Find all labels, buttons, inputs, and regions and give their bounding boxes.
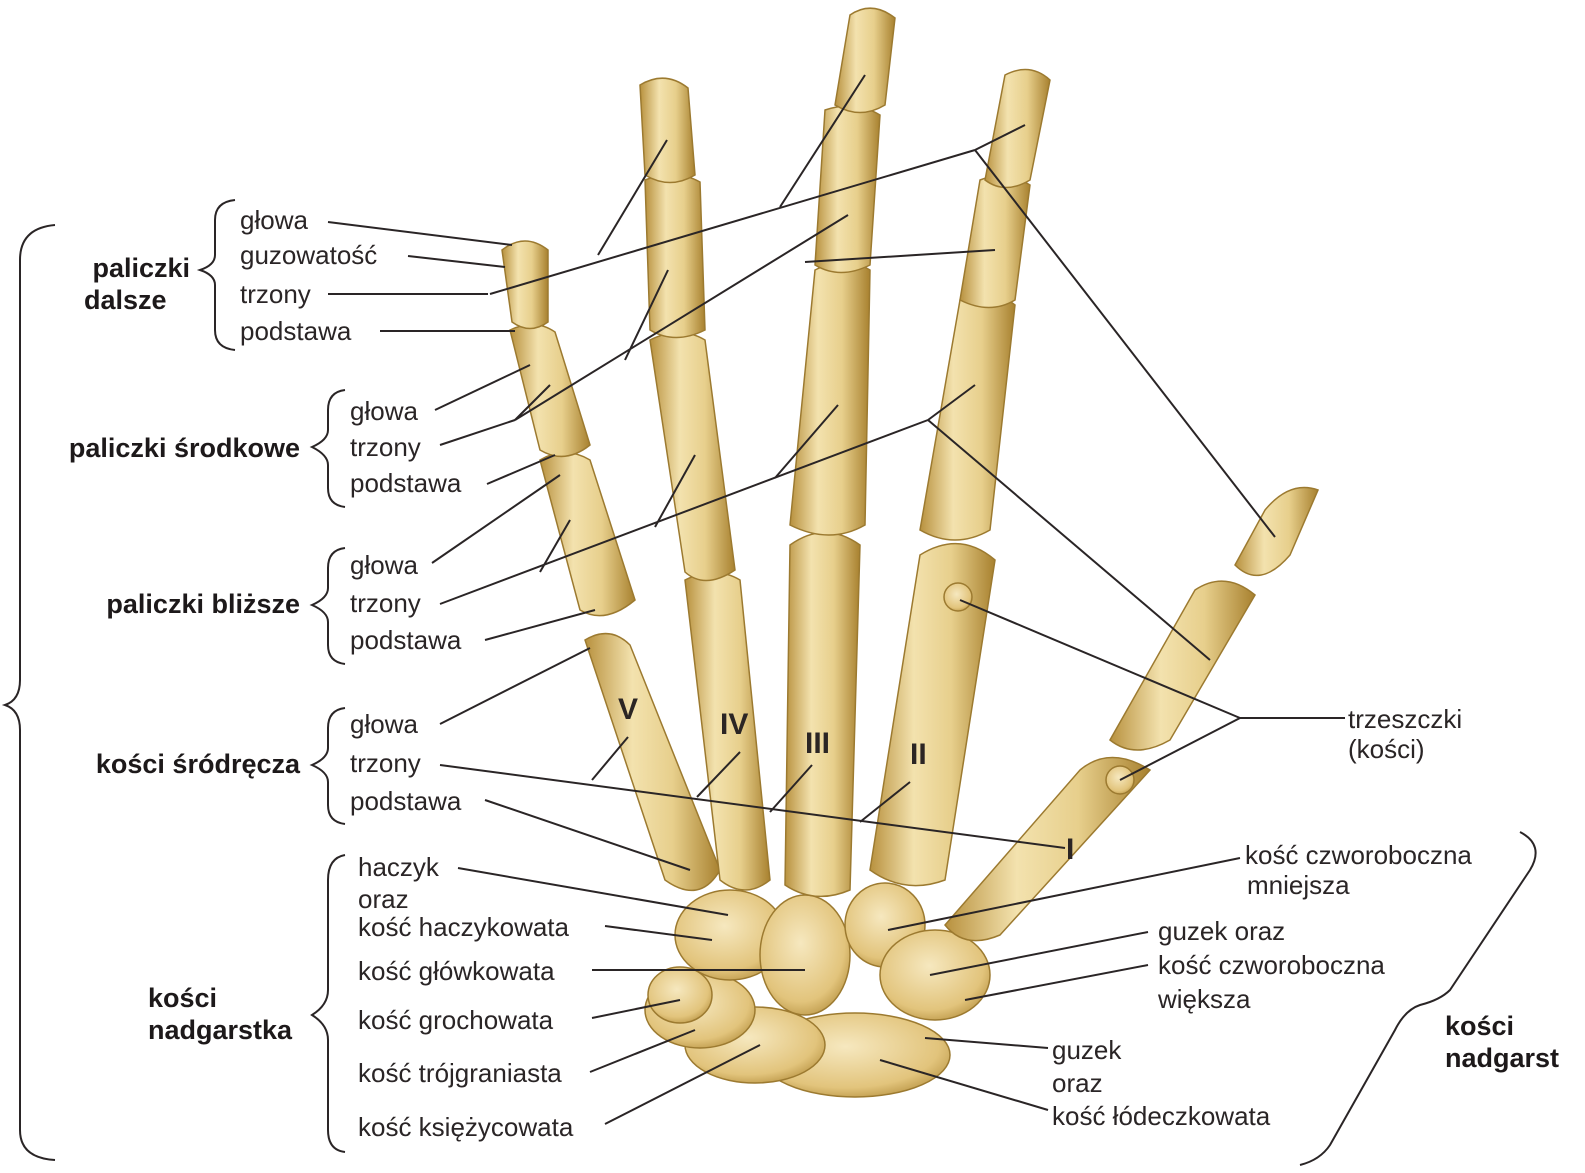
label-metacarpal-head: głowa: [350, 709, 418, 739]
label-distal-tuberosity: guzowatość: [240, 240, 377, 270]
label-lunate: kość księżycowata: [358, 1112, 573, 1142]
metacarpal-numeral-4: IV: [720, 708, 748, 742]
metacarpal-numeral-5: V: [618, 693, 638, 727]
metacarpal-numeral-2: II: [910, 738, 927, 772]
sesamoid-bone: [944, 583, 972, 611]
proximal-phalanges: [540, 263, 1255, 751]
label-scaphoid: guzek oraz kość łódeczkowata: [1052, 1034, 1270, 1133]
group-label-proximal: paliczki bliższe: [60, 588, 300, 620]
label-proximal-shaft: trzony: [350, 588, 421, 618]
label-hook: haczyk: [358, 852, 439, 882]
label-trapezoid: kość czworoboczna mniejsza: [1245, 840, 1472, 900]
label-hamate: kość haczykowata: [358, 912, 569, 942]
label-and: oraz: [358, 884, 409, 914]
label-capitate: kość główkowata: [358, 956, 555, 986]
label-middle-head: głowa: [350, 396, 418, 426]
label-distal-base: podstawa: [240, 316, 351, 346]
label-sesamoid: trzeszczki(kości): [1348, 704, 1462, 764]
label-middle-shaft: trzony: [350, 432, 421, 462]
group-label-middle: paliczki środkowe: [40, 432, 300, 464]
label-triquetrum: kość trójgraniasta: [358, 1058, 562, 1088]
label-middle-base: podstawa: [350, 468, 461, 498]
label-metacarpal-shaft: trzony: [350, 748, 421, 778]
pisiform-bone: [648, 967, 712, 1023]
label-distal-head: głowa: [240, 205, 308, 235]
capitate-bone: [760, 895, 850, 1015]
label-pisiform: kość grochowata: [358, 1005, 553, 1035]
metacarpal-3: [785, 533, 860, 897]
label-proximal-head: głowa: [350, 550, 418, 580]
label-proximal-base: podstawa: [350, 625, 461, 655]
metacarpal-bones: [585, 533, 1150, 941]
group-label-metacarpal: kości śródręcza: [60, 748, 300, 780]
metacarpal-2: [870, 544, 995, 886]
metacarpal-numeral-3: III: [805, 727, 830, 761]
label-trapezium: guzek oraz kość czworoboczna większa: [1158, 914, 1385, 1016]
metacarpal-numeral-1: I: [1066, 833, 1074, 867]
distal-phalanges: [502, 8, 1318, 575]
carpal-bones: [645, 883, 990, 1097]
label-distal-shaft: trzony: [240, 279, 311, 309]
label-metacarpal-base: podstawa: [350, 786, 461, 816]
